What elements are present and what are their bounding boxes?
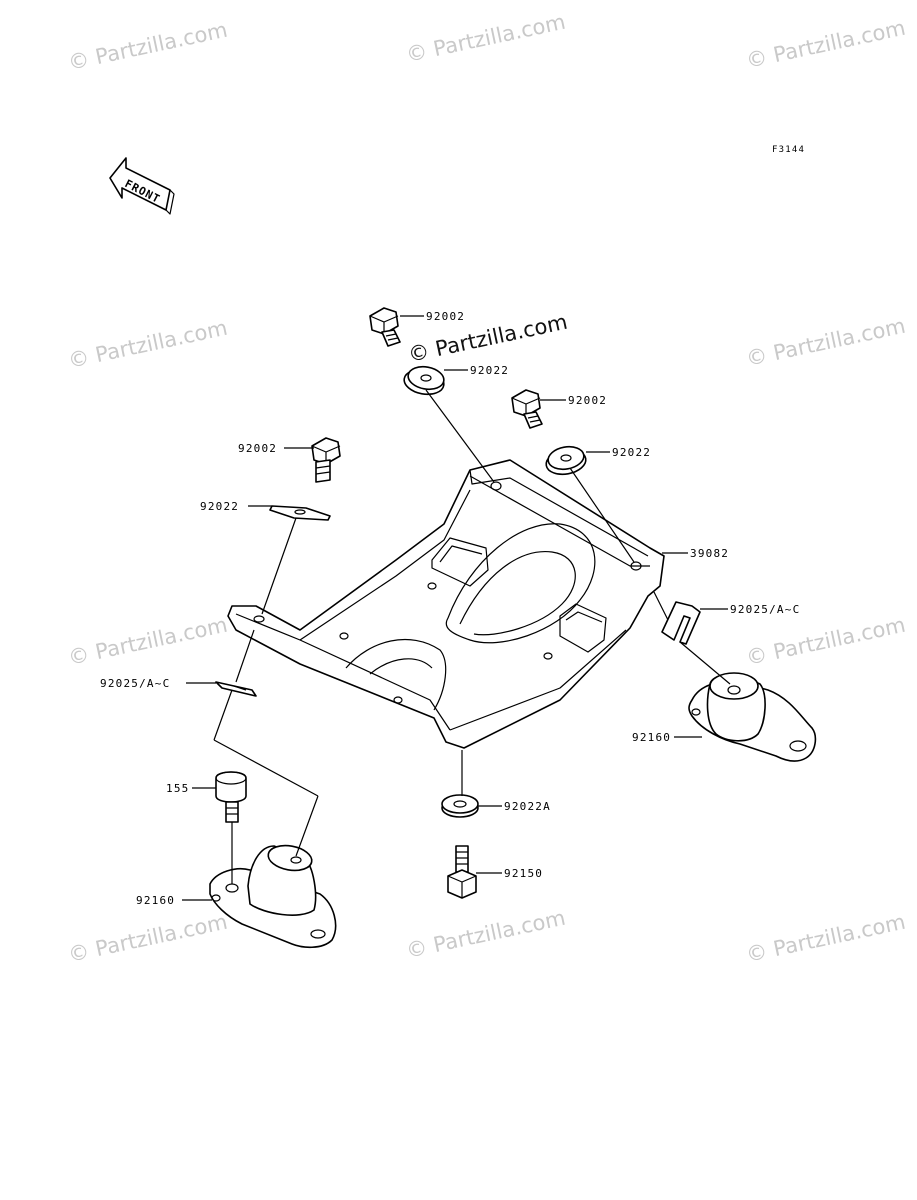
bolt-top-right — [511, 389, 543, 429]
callout-bracket: 39082 — [690, 547, 729, 560]
callout-bolt-top-right: 92002 — [568, 394, 607, 407]
mount-left — [209, 844, 337, 949]
shim-right — [661, 601, 701, 645]
diagram-code: F3144 — [772, 145, 805, 155]
callout-bolt-bottom: 92150 — [504, 867, 543, 880]
washer-left — [269, 505, 331, 521]
bolt-top-left — [369, 307, 401, 347]
washer-top-right — [545, 445, 587, 476]
leader-lines — [182, 315, 731, 901]
watermark: © Partzilla.com — [66, 613, 230, 670]
callout-mount-left: 92160 — [136, 894, 175, 907]
watermark: © Partzilla.com — [744, 910, 908, 967]
watermark: © Partzilla.com — [404, 10, 568, 67]
callout-labels: 92002 92022 92002 92022 92002 92022 3908… — [100, 310, 800, 907]
watermark: © Partzilla.com — [404, 906, 568, 963]
bolt-bottom — [447, 845, 477, 899]
watermark: © Partzilla.com — [66, 18, 230, 75]
watermark: © Partzilla.com — [66, 910, 230, 967]
callout-washer-top-left: 92022 — [470, 364, 509, 377]
callout-bolt-top-left: 92002 — [426, 310, 465, 323]
watermark: © Partzilla.com — [744, 16, 908, 73]
watermark: © Partzilla.com — [744, 613, 908, 670]
callout-shim-left: 92025/A~C — [100, 677, 170, 690]
callout-bolt-left: 92002 — [238, 442, 277, 455]
frame-bracket — [227, 459, 665, 749]
washer-bottom — [441, 794, 479, 818]
watermark: © Partzilla.com — [66, 316, 230, 373]
callout-mount-right: 92160 — [632, 731, 671, 744]
callout-washer-bottom: 92022A — [504, 800, 551, 813]
bolt-155 — [215, 771, 247, 823]
washer-top-left — [403, 365, 445, 396]
callout-washer-top-right: 92022 — [612, 446, 651, 459]
callout-washer-left: 92022 — [200, 500, 239, 513]
watermark: © Partzilla.com — [744, 314, 908, 371]
mount-right — [688, 672, 817, 762]
front-arrow-icon: FRONT — [109, 157, 175, 215]
bolt-left — [311, 437, 341, 483]
callout-bolt-155: 155 — [166, 782, 189, 795]
shim-left — [215, 681, 257, 697]
callout-shim-right: 92025/A~C — [730, 603, 800, 616]
